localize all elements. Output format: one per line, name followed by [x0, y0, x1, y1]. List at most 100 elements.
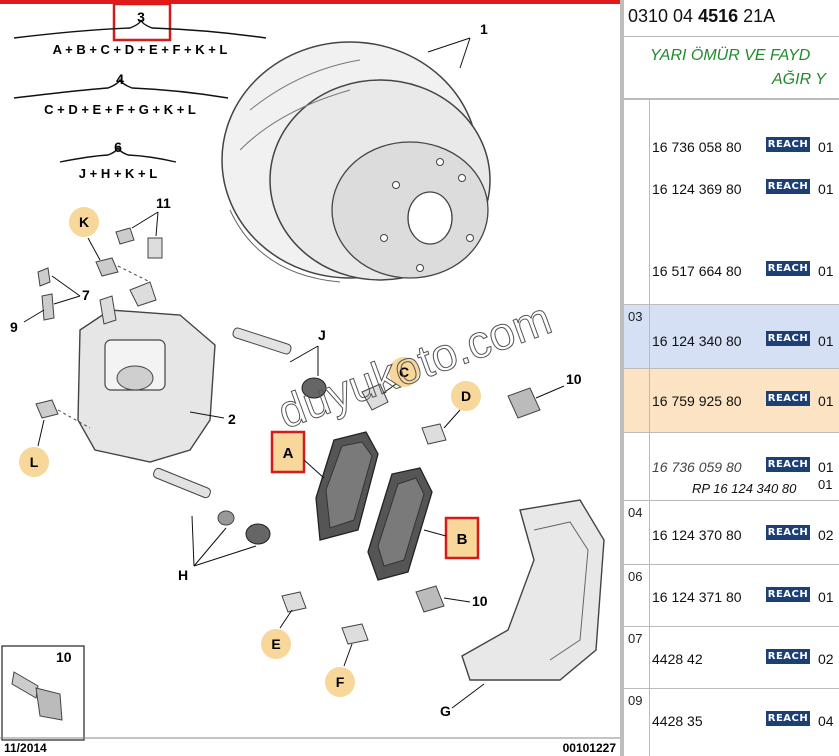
callout-10-inset: 10	[56, 649, 72, 665]
note-line-1: YARI ÖMÜR VE FAYD	[650, 47, 811, 64]
inset-bolt-head	[35, 687, 63, 721]
reach-badge[interactable]: REACH	[766, 261, 810, 276]
label-b-box	[444, 516, 480, 560]
part-row[interactable]: 16 517 664 80 REACH 01	[652, 261, 837, 283]
kit-3-number: 3	[137, 9, 145, 25]
bubble-k-label: K	[79, 214, 89, 230]
bolt-10-lower	[415, 585, 445, 613]
bolt-10-upper	[507, 387, 541, 419]
kit-4-formula: C + D + E + F + G + K + L	[44, 102, 196, 117]
part-row[interactable]: 16 736 058 80 REACH 01	[652, 137, 837, 159]
callout-2: 2	[228, 411, 236, 427]
reach-badge[interactable]: REACH	[766, 711, 810, 726]
kit-3-highlight-box	[112, 2, 172, 42]
part-row[interactable]: 4428 35 REACH 04	[652, 711, 837, 733]
bubble-d-label: D	[461, 388, 471, 404]
bubble-e: E	[261, 629, 291, 659]
parts-group: 06 16 124 371 80 REACH 01	[624, 564, 839, 626]
part-number: 16 124 371 80	[652, 589, 742, 605]
bubble-c: C	[389, 357, 419, 387]
bubble-d: D	[451, 381, 481, 411]
brace-kit-6	[59, 146, 177, 163]
label-a-box	[270, 430, 306, 474]
reach-badge[interactable]: REACH	[766, 525, 810, 540]
callout-10-upper: 10	[566, 371, 582, 387]
part-row[interactable]: 16 124 371 80 REACH 01	[652, 587, 837, 609]
reach-badge[interactable]: REACH	[766, 391, 810, 406]
group-number: 06	[628, 569, 643, 584]
callout-11: 11	[156, 195, 171, 211]
diagram-date: 11/2014	[4, 741, 47, 755]
reach-badge[interactable]: REACH	[766, 587, 810, 602]
ref-suffix: 21A	[743, 6, 776, 26]
callout-10-lower: 10	[472, 593, 488, 609]
clip-c	[361, 383, 389, 411]
part-row[interactable]: 16 759 925 80 REACH 01	[652, 391, 837, 413]
bubble-c-label: C	[399, 364, 409, 380]
part-quantity: 01	[818, 589, 834, 605]
part-number: 4428 42	[652, 651, 703, 667]
watermark: duyukoto.com	[271, 292, 558, 439]
parts-group: 16 736 059 80 REACH 01 RP 16 124 340 80 …	[624, 432, 839, 500]
callout-h: H	[178, 567, 188, 583]
part-row[interactable]: 16 124 340 80 REACH 01	[652, 331, 837, 353]
clip-d	[421, 423, 447, 445]
parts-group: 09 4428 35 REACH 04	[624, 688, 839, 756]
note-line-2: AĞIR Y	[772, 71, 826, 88]
callout-1: 1	[480, 21, 488, 37]
clip-f	[341, 623, 369, 645]
part-number: 16 517 664 80	[652, 263, 742, 279]
reach-badge[interactable]: REACH	[766, 331, 810, 346]
parts-list-panel: 0310 04 4516 21A YARI ÖMÜR VE FAYD AĞIR …	[624, 0, 839, 756]
kit-4-number: 4	[116, 71, 124, 87]
part-number: 16 124 370 80	[652, 527, 742, 543]
part-number: 16 759 925 80	[652, 393, 742, 409]
bubble-l: L	[19, 447, 49, 477]
diagram-number: 00101227	[563, 741, 617, 755]
reach-badge[interactable]: REACH	[766, 649, 810, 664]
caliper-bracket	[461, 499, 605, 681]
part-quantity: 02	[818, 651, 834, 667]
part-row[interactable]: 4428 42 REACH 02	[652, 649, 837, 671]
parts-group: 04 16 124 370 80 REACH 02	[624, 500, 839, 564]
part-quantity: 01	[818, 181, 834, 197]
bolt-l	[35, 399, 59, 419]
parts-group: 03 16 124 340 80 REACH 01	[624, 304, 839, 368]
group-number: 04	[628, 505, 643, 520]
label-b: B	[457, 531, 468, 548]
guide-pin-upper	[232, 327, 327, 399]
part-quantity: 01	[818, 263, 834, 279]
label-a: A	[283, 445, 294, 462]
group-number: 07	[628, 631, 643, 646]
reach-badge[interactable]: REACH	[766, 137, 810, 152]
replacement-qty: 01	[818, 477, 833, 492]
part-number: 16 736 058 80	[652, 139, 742, 155]
kit-6-number: 6	[114, 139, 122, 155]
guide-pin-lower	[153, 467, 271, 545]
parts-diagram: 3 A + B + C + D + E + F + K + L 4 C + D …	[0, 0, 620, 756]
part-row[interactable]: 16 124 369 80 REACH 01	[652, 179, 837, 201]
part-quantity: 02	[818, 527, 834, 543]
parts-group: 16 759 925 80 REACH 01	[624, 368, 839, 432]
part-row[interactable]: 16 124 370 80 REACH 02	[652, 525, 837, 547]
part-row[interactable]: 16 736 059 80 REACH 01	[652, 457, 837, 479]
bolt-k	[95, 257, 119, 277]
part-quantity: 01	[818, 393, 834, 409]
top-red-rule	[0, 0, 620, 4]
brake-disc	[221, 41, 491, 283]
brace-kit-4	[13, 78, 229, 99]
part-number: 4428 35	[652, 713, 703, 729]
inset-bolt-shaft	[11, 671, 39, 699]
replacement-note: RP 16 124 340 80	[692, 481, 797, 496]
parts-group: 07 4428 42 REACH 02	[624, 626, 839, 688]
reach-badge[interactable]: REACH	[766, 179, 810, 194]
kit-3-formula: A + B + C + D + E + F + K + L	[53, 42, 228, 57]
part-quantity: 01	[818, 333, 834, 349]
callout-j: J	[318, 327, 326, 343]
reach-badge[interactable]: REACH	[766, 457, 810, 472]
exploded-view-drawing: 3 A + B + C + D + E + F + K + L 4 C + D …	[0, 2, 620, 755]
part-number: 16 124 369 80	[652, 181, 742, 197]
kit-6-formula: J + H + K + L	[79, 166, 157, 181]
bubble-e-label: E	[271, 636, 280, 652]
screw-11	[115, 227, 135, 245]
